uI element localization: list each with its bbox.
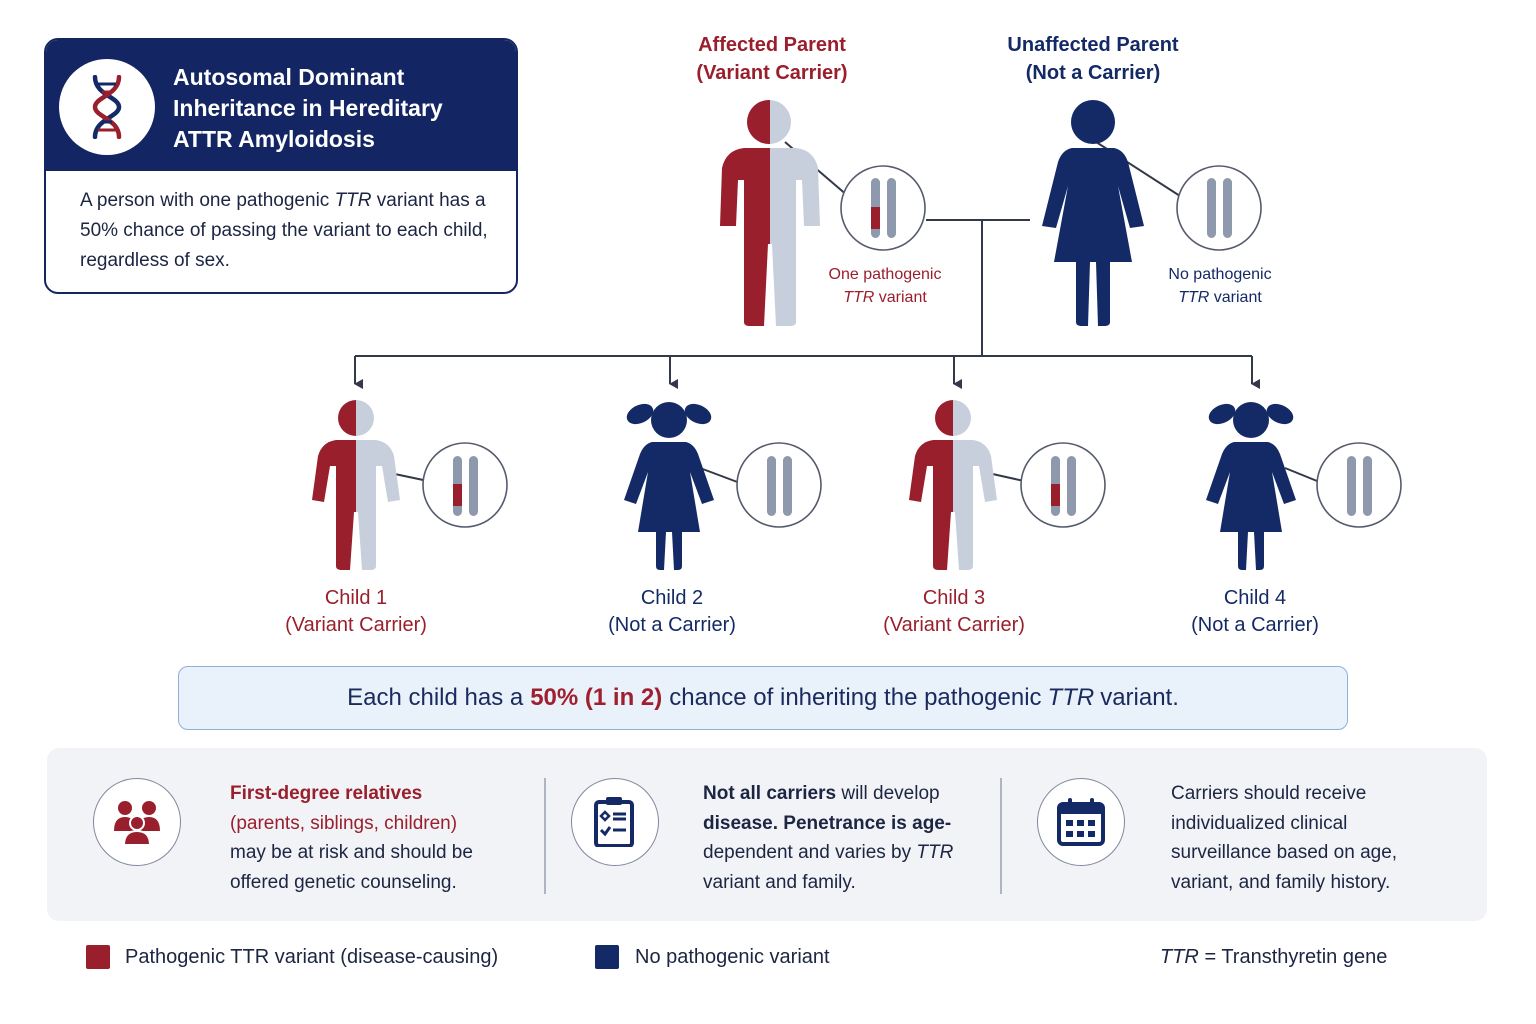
child-1-figure [312, 400, 400, 570]
unaffected-parent-note: No pathogenic TTR variant [1140, 263, 1300, 309]
penetrance-gene: TTR [916, 842, 954, 863]
legend-gene-definition: TTR = Transthyretin gene [1160, 945, 1387, 969]
legend-swatch-pathogenic [86, 945, 110, 969]
unaffected-parent-title: Unaffected Parent [1007, 34, 1179, 56]
child-1-label: Child 1 (Variant Carrier) [246, 585, 466, 639]
affected-parent-label: Affected Parent (Variant Carrier) [660, 31, 884, 87]
penetrance-text-3: variant and family. [703, 871, 856, 893]
desc-suffix: variant has a 50% chance of passing the … [80, 190, 488, 271]
relatives-advice: may be at risk and should be offered gen… [230, 842, 473, 893]
legend-gene-def: = Transthyretin gene [1198, 946, 1388, 968]
affected-parent-note: One pathogenic TTR variant [805, 263, 965, 309]
penetrance-text-1: will develop [836, 783, 940, 804]
affected-note-line2: TTR variant [805, 286, 965, 309]
legend-swatch-none [595, 945, 619, 969]
chromosome-circle-affected-parent [840, 165, 926, 251]
family-icon-badge [93, 778, 181, 866]
legend-label-pathogenic: Pathogenic TTR variant (disease-causing) [125, 946, 499, 968]
child-4-name: Child 4 [1223, 587, 1287, 609]
affected-note-suffix: variant [874, 289, 927, 306]
info-block-surveillance: Carriers should receive individualized c… [1171, 783, 1398, 893]
family-icon [114, 801, 160, 846]
child-1-status: (Variant Carrier) [285, 614, 427, 636]
penetrance-bold-2: disease. Penetrance is age- [703, 812, 952, 834]
summary-gene: TTR [1047, 684, 1095, 711]
chromosome-circle-child-4 [1316, 442, 1402, 528]
summary-suffix: variant. [1100, 684, 1179, 711]
unaffected-note-line2: TTR variant [1140, 286, 1300, 309]
chromosome-circle-child-1 [422, 442, 508, 528]
unaffected-parent-status: (Not a Carrier) [1025, 62, 1161, 84]
title-card: Autosomal Dominant Inheritance in Heredi… [44, 38, 518, 294]
child-3-status: (Variant Carrier) [883, 614, 1025, 636]
info-block-penetrance: Not all carriers will develop disease. P… [703, 779, 993, 897]
summary-highlight: 50% (1 in 2) [530, 684, 663, 711]
chromosome-circle-child-3 [1020, 442, 1106, 528]
info-panel: First-degree relatives (parents, sibling… [47, 748, 1487, 921]
penetrance-bold-1: Not all carriers [703, 783, 837, 804]
affected-note-gene: TTR [843, 289, 875, 306]
legend-gene-abbr: TTR [1160, 946, 1199, 968]
unaffected-note-gene: TTR [1178, 289, 1210, 306]
child-3-label: Child 3 (Variant Carrier) [844, 585, 1064, 639]
page-title: Autosomal Dominant Inheritance in Heredi… [173, 64, 443, 152]
calendar-icon [1057, 798, 1105, 846]
info-block-relatives: First-degree relatives (parents, sibling… [230, 779, 530, 897]
unaffected-note-suffix: variant [1209, 289, 1262, 306]
dna-badge [59, 59, 155, 155]
affected-note-line1: One pathogenic [828, 266, 942, 283]
clipboard-checklist-icon [594, 797, 634, 847]
unaffected-parent-figure [1042, 100, 1144, 326]
affected-parent-figure [720, 100, 820, 326]
relatives-examples: (parents, siblings, children) [230, 812, 458, 834]
child-3-figure [909, 400, 997, 570]
child-2-figure [624, 402, 714, 570]
affected-parent-status: (Variant Carrier) [696, 62, 848, 84]
legend-label-none: No pathogenic variant [635, 946, 830, 968]
clipboard-icon-badge [571, 778, 659, 866]
title-description: A person with one pathogenic TTR variant… [80, 186, 500, 276]
title-band: Autosomal Dominant Inheritance in Heredi… [46, 40, 516, 171]
pedigree-diagram [312, 100, 1402, 570]
child-4-status: (Not a Carrier) [1191, 614, 1319, 636]
summary-middle: chance of inheriting the pathogenic [669, 684, 1042, 711]
child-2-name: Child 2 [640, 587, 704, 609]
affected-parent-title: Affected Parent [698, 34, 846, 56]
child-3-name: Child 3 [922, 587, 986, 609]
child-4-label: Child 4 (Not a Carrier) [1145, 585, 1365, 639]
child-2-status: (Not a Carrier) [608, 614, 736, 636]
child-4-figure [1206, 402, 1296, 570]
chromosome-circle-child-2 [736, 442, 822, 528]
child-1-name: Child 1 [324, 587, 388, 609]
desc-prefix: A person with one pathogenic [80, 190, 335, 211]
desc-gene: TTR [334, 190, 372, 211]
summary-bar: Each child has a 50% (1 in 2) chance of … [178, 666, 1348, 730]
unaffected-parent-label: Unaffected Parent (Not a Carrier) [980, 31, 1206, 87]
dna-icon [92, 75, 122, 139]
info-divider-1 [544, 778, 546, 894]
relatives-heading: First-degree relatives [230, 783, 423, 804]
unaffected-note-line1: No pathogenic [1168, 266, 1272, 283]
penetrance-text-2: dependent and varies by [703, 842, 917, 863]
summary-prefix: Each child has a [347, 684, 524, 711]
chromosome-circle-unaffected-parent [1176, 165, 1262, 251]
info-divider-2 [1000, 778, 1002, 894]
calendar-icon-badge [1037, 778, 1125, 866]
child-2-label: Child 2 (Not a Carrier) [562, 585, 782, 639]
pedigree-connectors [354, 139, 1323, 484]
